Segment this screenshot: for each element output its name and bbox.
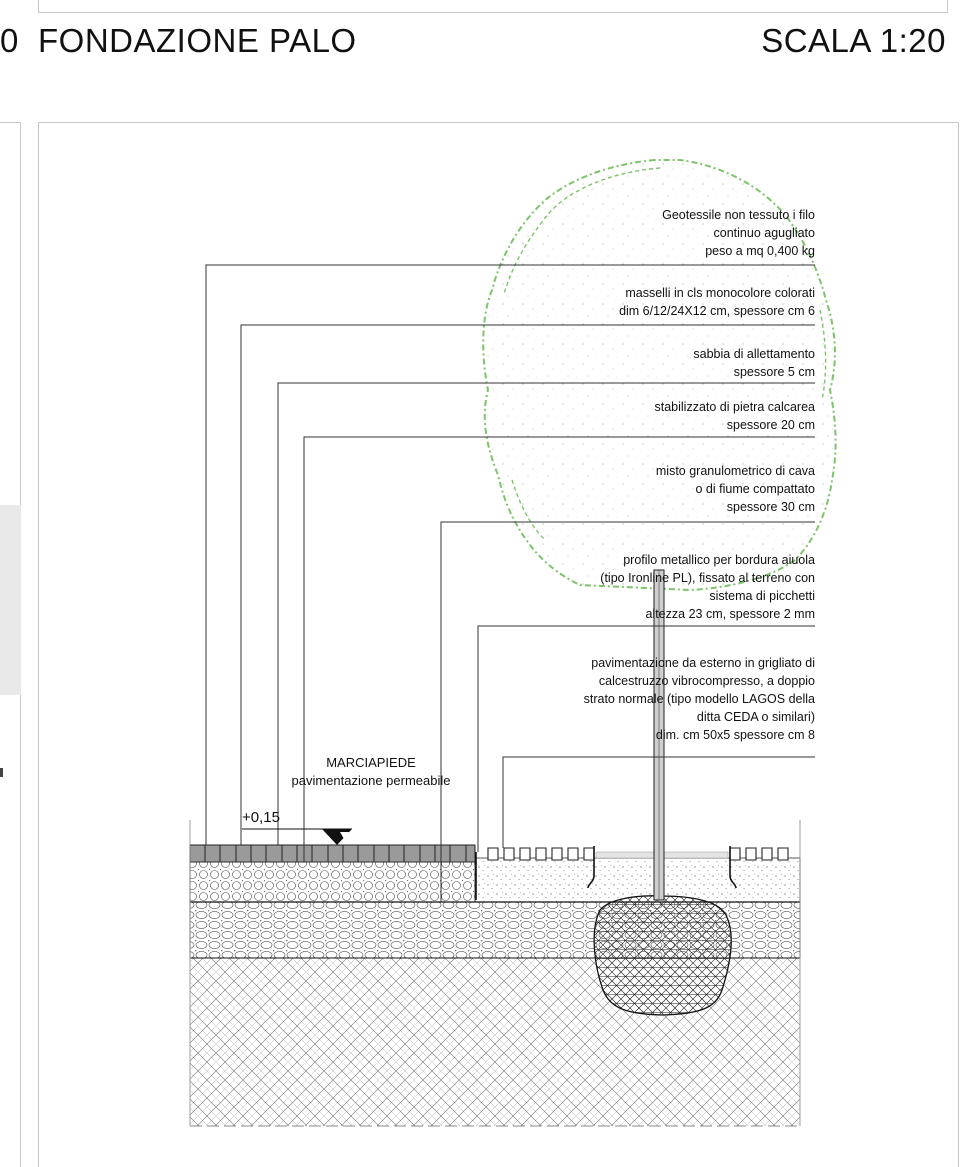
left-panel-top-edge [0,122,21,123]
callout-7-line-1: pavimentazione da esterno in grigliato d… [591,656,815,670]
callout-2-line-2: dim 6/12/24X12 cm, spessore cm 6 [619,304,815,318]
leader-sand [277,382,815,845]
root-ball-net [593,895,732,1016]
leader-stabilized [303,436,815,862]
pole-foundation [593,569,732,1016]
top-panel-left-border [38,0,39,13]
callout-7-line-2: calcestruzzo vibrocompresso, a doppio [599,674,815,688]
leader-lines [205,264,815,902]
elevation-label: +0,15 [242,809,280,826]
elevation-triangle-inner [340,832,349,839]
sidewalk-stabilized-stone-layer [189,861,476,903]
callout-4-line-2: spessore 20 cm [727,418,815,432]
sidewalk-title: MARCIAPIEDE [326,755,416,770]
callout-7-line-5: dim. cm 50x5 spessore cm 8 [656,728,815,742]
leader-geotextile [205,264,815,845]
main-panel-right-border [958,122,959,1167]
callout-3-line-2: spessore 5 cm [734,365,815,379]
flowerbed-layers [474,846,801,903]
top-panel-right-border [947,0,948,13]
callout-6-line-4: altezza 23 cm, spessore 2 mm [645,607,815,621]
callout-6-line-3: sistema di picchetti [709,589,815,603]
callout-1-line-3: peso a mq 0,400 kg [705,244,815,258]
main-panel-top-border [38,122,958,123]
leader-pavers [240,324,815,845]
sidewalk-paver-band [189,844,476,863]
left-panel-tick-mark [0,768,3,777]
metal-edging-profiles [475,846,737,900]
callout-7-line-4: ditta CEDA o similari) [697,710,815,724]
sidewalk-paver-joints [204,845,467,862]
section-side-lines [189,820,801,1126]
callout-texts: Geotessile non tessuto i filo continuo ag… [584,208,815,742]
left-panel-gray-tab [0,505,21,695]
tree-crown-inner-outline [503,167,827,541]
tree-crown [482,159,837,592]
callout-6-line-1: profilo metallico per bordura aiuola [623,553,815,567]
callout-1-line-1: Geotessile non tessuto i filo [662,208,815,222]
callout-7-line-3: strato normale (tipo modello LAGOS della [584,692,815,706]
callout-4-line-1: stabilizzato di pietra calcarea [655,400,816,414]
leader-edging [477,625,815,852]
callout-1-line-2: continuo agugliato [714,226,816,240]
leader-grid-paving [502,756,815,848]
callout-3-line-1: sabbia di allettamento [693,347,815,361]
top-panel-bottom-border [38,12,948,13]
sheet-title: FONDAZIONE PALO [38,22,357,59]
callout-2-line-1: masselli in cls monocolore colorati [625,286,815,300]
flowerbed-sand-fill [474,857,801,903]
previous-sheet-number-fragment: 0 [0,22,19,59]
leader-gravel [440,521,815,902]
main-panel-left-border [38,122,39,1167]
callout-6-line-2: (tipo Ironline PL), fissato al terreno c… [600,571,815,585]
tree-crown-outline [482,159,837,592]
sidewalk-subtitle: pavimentazione permeabile [292,773,451,788]
callout-5-line-2: o di fiume compattato [695,482,815,496]
sheet-scale: SCALA 1:20 [761,22,946,59]
callout-5-line-1: misto granulometrico di cava [656,464,815,478]
elevation-triangle-marker [322,829,352,845]
callout-5-line-3: spessore 30 cm [727,500,815,514]
sidewalk-layers [189,844,476,903]
